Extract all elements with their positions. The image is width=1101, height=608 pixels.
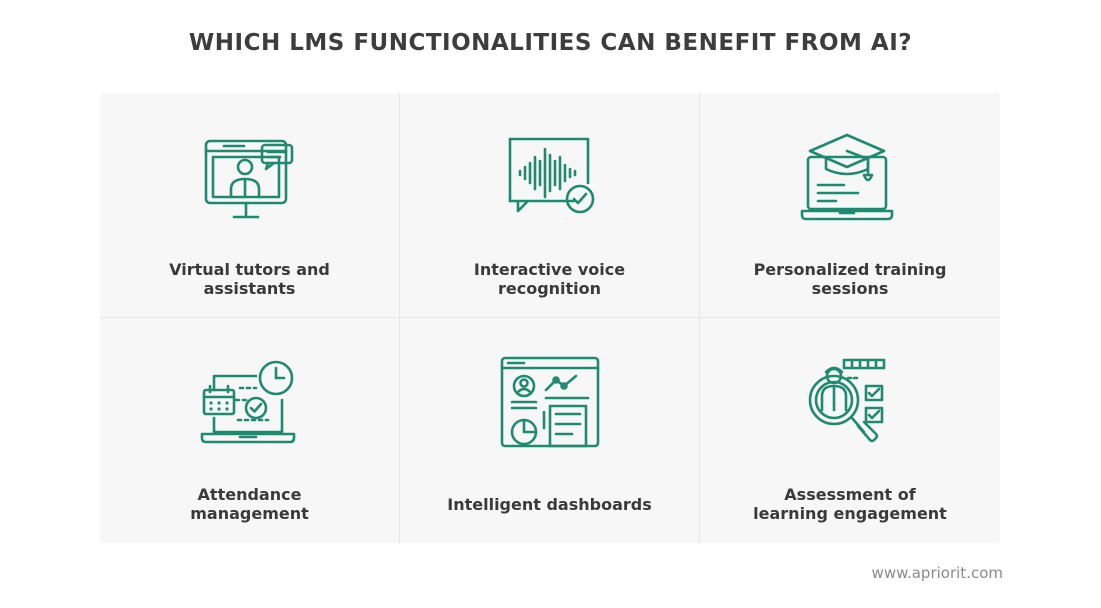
attendance-calendar-icon xyxy=(200,356,300,456)
assessment-magnifier-icon xyxy=(800,356,900,456)
virtual-tutor-icon xyxy=(200,131,300,231)
card-label: Personalized training sessions xyxy=(753,260,947,298)
card-label: Intelligent dashboards xyxy=(447,494,652,514)
page-title: WHICH LMS FUNCTIONALITIES CAN BENEFIT FR… xyxy=(188,30,913,56)
card-personalized-training: Personalized training sessions xyxy=(700,93,1000,318)
card-virtual-tutors: Virtual tutors and assistants xyxy=(100,93,400,318)
card-assessment: Assessment of learning engagement xyxy=(700,318,1000,543)
card-attendance: Attendance management xyxy=(100,318,400,543)
card-label: Interactive voice recognition xyxy=(473,260,626,298)
card-label: Attendance management xyxy=(190,485,309,523)
voice-recognition-icon xyxy=(500,131,600,231)
dashboard-icon xyxy=(500,356,600,456)
website-link[interactable]: www.apriorit.com xyxy=(871,564,1003,582)
card-voice-recognition: Interactive voice recognition xyxy=(400,93,700,318)
card-label: Virtual tutors and assistants xyxy=(169,260,330,298)
card-dashboards: Intelligent dashboards xyxy=(400,318,700,543)
card-label: Assessment of learning engagement xyxy=(753,485,947,523)
functionality-grid: Virtual tutors and assistants xyxy=(100,93,1000,543)
graduation-laptop-icon xyxy=(800,131,900,231)
